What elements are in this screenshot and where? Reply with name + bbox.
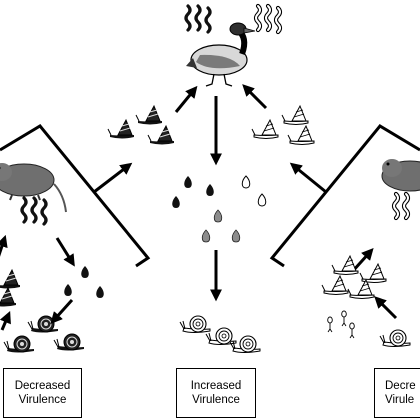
egg-icon — [172, 175, 267, 243]
parasite-worm-icon — [256, 6, 280, 32]
snail-icon — [321, 255, 411, 348]
arrow-icon — [289, 162, 327, 194]
arrow-icon — [0, 311, 11, 331]
label-line: Decreased — [14, 380, 71, 392]
label-decreased-virulence-left: Decreased Virulence — [3, 368, 82, 418]
snail-icon — [107, 105, 175, 145]
duck-icon — [186, 22, 256, 87]
label-line: Virulence — [18, 394, 67, 406]
label-line: Virule — [385, 394, 415, 406]
vole-icon — [381, 159, 420, 192]
snail-icon — [0, 269, 85, 353]
label-decreased-virulence-right: Decre Virule — [374, 368, 420, 418]
parasite-worm-icon — [394, 194, 408, 218]
cercaria-icon — [327, 310, 355, 339]
label-line: Virulence — [192, 394, 240, 406]
vole-icon — [0, 163, 67, 213]
snail-icon — [179, 315, 261, 354]
arrow-icon — [93, 162, 133, 194]
arrow-icon — [174, 85, 198, 113]
label-line: Increased — [190, 380, 242, 392]
arrow-icon — [50, 298, 74, 325]
parasite-worm-icon — [20, 196, 48, 226]
label-line: Decre — [385, 380, 416, 392]
arrow-icon — [0, 234, 8, 257]
parasite-worm-icon — [184, 4, 212, 34]
egg-icon — [64, 266, 104, 298]
label-increased-virulence: Increased Virulence — [176, 368, 256, 418]
snail-icon — [251, 105, 315, 145]
arrow-icon — [374, 296, 398, 320]
arrow-icon — [55, 237, 75, 267]
arrow-icon — [242, 84, 268, 110]
